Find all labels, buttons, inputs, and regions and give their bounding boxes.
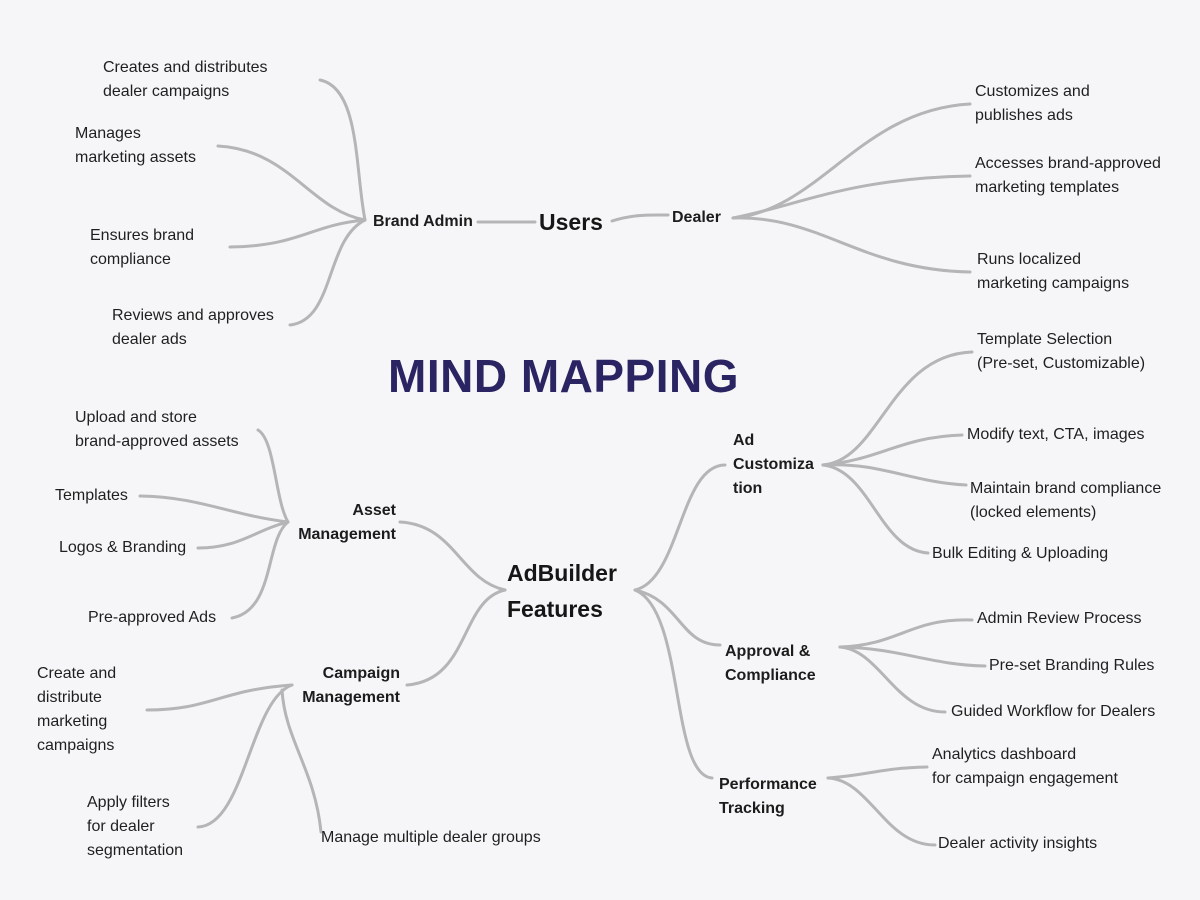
features-hub: AdBuilder Features — [507, 560, 617, 622]
customization-item-3: Maintain brand compliance (locked elemen… — [970, 480, 1162, 521]
link-features-asset — [398, 520, 507, 592]
link-brand-admin-3 — [228, 218, 367, 249]
link-campaign-1 — [145, 683, 294, 712]
approval-compliance-node: Approval & Compliance — [725, 643, 816, 684]
link-approval-2 — [838, 645, 987, 668]
brand-admin-node: Brand Admin — [373, 213, 473, 230]
asset-item-4: Pre-approved Ads — [88, 609, 217, 626]
link-asset-4 — [230, 520, 290, 620]
customization-item-2: Modify text, CTA, images — [967, 426, 1145, 443]
link-features-campaign — [405, 588, 507, 687]
link-custom-4 — [821, 463, 930, 555]
link-brand-admin-1 — [318, 78, 367, 222]
link-features-customization — [633, 463, 727, 592]
link-dealer-1 — [731, 102, 972, 220]
link-dealer-3 — [731, 216, 972, 274]
dealer-item-1: Customizes and publishes ads — [975, 83, 1090, 124]
brand-admin-item-1: Creates and distributes dealer campaigns — [103, 59, 268, 100]
link-asset-3 — [196, 520, 290, 550]
link-campaign-2 — [196, 683, 294, 829]
asset-management-node: Asset Management — [298, 502, 396, 543]
link-users-dealer — [610, 213, 670, 223]
dealer-node: Dealer — [672, 209, 721, 226]
approval-item-2: Pre-set Branding Rules — [989, 657, 1155, 674]
campaign-management-node: Campaign Management — [302, 665, 400, 706]
asset-item-2: Templates — [55, 487, 128, 504]
link-perf-1 — [826, 765, 929, 780]
link-dealer-2 — [731, 174, 972, 220]
link-campaign-3 — [280, 688, 323, 834]
campaign-item-3: Manage multiple dealer groups — [321, 829, 541, 846]
customization-item-1: Template Selection (Pre-set, Customizabl… — [977, 331, 1146, 372]
link-asset-2 — [138, 494, 290, 524]
link-brand-admin-4 — [288, 218, 367, 327]
customization-item-4: Bulk Editing & Uploading — [932, 545, 1109, 562]
brand-admin-item-3: Ensures brand compliance — [90, 227, 195, 268]
link-features-performance — [633, 588, 714, 780]
link-asset-1 — [256, 428, 290, 524]
link-custom-3 — [821, 463, 968, 487]
performance-tracking-node: Performance Tracking — [719, 776, 817, 817]
link-approval-1 — [838, 618, 974, 649]
approval-item-1: Admin Review Process — [977, 610, 1142, 627]
dealer-item-3: Runs localized marketing campaigns — [977, 251, 1130, 292]
link-custom-2 — [821, 433, 964, 467]
page-title: MIND MAPPING — [388, 350, 739, 402]
link-perf-2 — [826, 776, 937, 847]
link-features-approval — [633, 588, 722, 647]
brand-admin-item-2: Manages marketing assets — [75, 125, 196, 166]
performance-item-1: Analytics dashboard for campaign engagem… — [932, 746, 1118, 787]
link-approval-3 — [838, 645, 947, 714]
approval-item-3: Guided Workflow for Dealers — [951, 703, 1156, 720]
link-brand-admin-2 — [216, 144, 367, 222]
ad-customization-node: Ad Customiza tion — [733, 432, 814, 497]
campaign-item-1: Create and distribute marketing campaign… — [37, 665, 117, 754]
link-custom-1 — [821, 350, 974, 467]
brand-admin-item-4: Reviews and approves dealer ads — [112, 307, 274, 348]
performance-item-2: Dealer activity insights — [938, 835, 1098, 852]
asset-item-3: Logos & Branding — [59, 539, 187, 556]
dealer-item-2: Accesses brand-approved marketing templa… — [975, 155, 1161, 196]
campaign-item-2: Apply filters for dealer segmentation — [87, 794, 184, 859]
users-hub: Users — [539, 209, 603, 235]
asset-item-1: Upload and store brand-approved assets — [75, 409, 239, 450]
